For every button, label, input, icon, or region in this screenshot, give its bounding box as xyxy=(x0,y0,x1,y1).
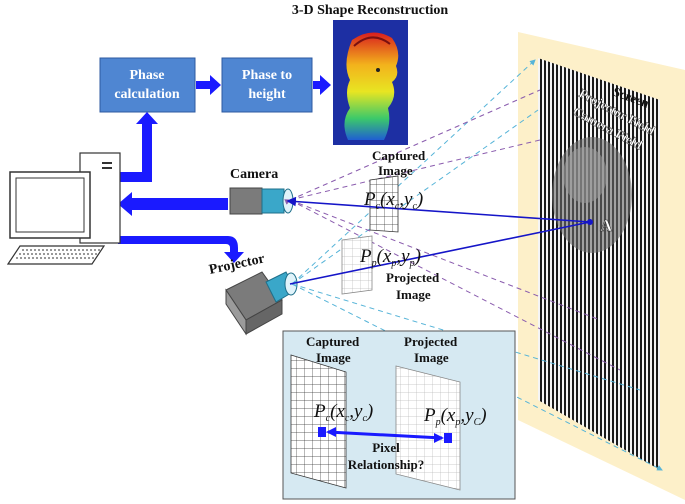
inset-pc-label: Pc(xc,yc) xyxy=(313,401,373,424)
phase-to-height-box: Phase to height xyxy=(221,57,313,113)
inset-captured-label-2: Image xyxy=(316,350,351,365)
rays-to-point-a xyxy=(286,196,591,285)
inset-projected-label-1: Projected xyxy=(404,334,458,349)
captured-image-label-1: Captured xyxy=(372,148,426,163)
reconstruction-image xyxy=(333,20,408,145)
camera-label: Camera xyxy=(230,167,278,182)
point-a-label: A xyxy=(600,216,613,235)
arrow-calc-to-height xyxy=(196,75,221,95)
inset-projected-label-2: Image xyxy=(414,350,449,365)
pc-label: Pc(xc,yc) xyxy=(363,189,423,212)
arrow-camera-to-computer xyxy=(118,192,228,216)
inset-panel xyxy=(282,330,516,500)
inset-captured-grid xyxy=(290,354,347,489)
inset-relationship-line1: Pixel xyxy=(372,440,400,455)
phase-calculation-box: Phase calculation xyxy=(99,57,196,113)
phase-height-line1: Phase to xyxy=(242,68,292,83)
inset-pp-label: Pp(xp,yC) xyxy=(423,405,487,428)
inset-projected-grid xyxy=(395,365,461,491)
pp-label: Pp(xp,yp) xyxy=(359,246,421,269)
title: 3-D Shape Reconstruction xyxy=(292,3,449,18)
flow-arrows xyxy=(118,75,331,263)
projector-icon xyxy=(225,271,298,336)
captured-image-grid xyxy=(369,175,399,233)
projected-image-label-2: Image xyxy=(396,287,431,302)
camera-icon xyxy=(229,187,294,215)
phase-calc-line2: calculation xyxy=(114,87,180,102)
inset-relationship-arrow xyxy=(318,427,452,443)
projected-image-grid xyxy=(341,235,373,295)
arrow-height-to-reconstruction xyxy=(313,75,331,95)
arrow-computer-to-phase xyxy=(118,112,158,182)
point-a-marker xyxy=(587,219,593,225)
inset-relationship-line2: Relationship? xyxy=(348,457,425,472)
captured-image-label-2: Image xyxy=(378,163,413,178)
phase-calc-line1: Phase xyxy=(130,68,165,83)
phase-height-line2: height xyxy=(248,87,286,102)
arrow-computer-to-projector xyxy=(118,236,244,263)
inset-captured-label-1: Captured xyxy=(306,334,360,349)
computer-icon xyxy=(6,152,121,265)
projected-image-label-1: Projected xyxy=(386,270,440,285)
screen xyxy=(518,32,685,500)
